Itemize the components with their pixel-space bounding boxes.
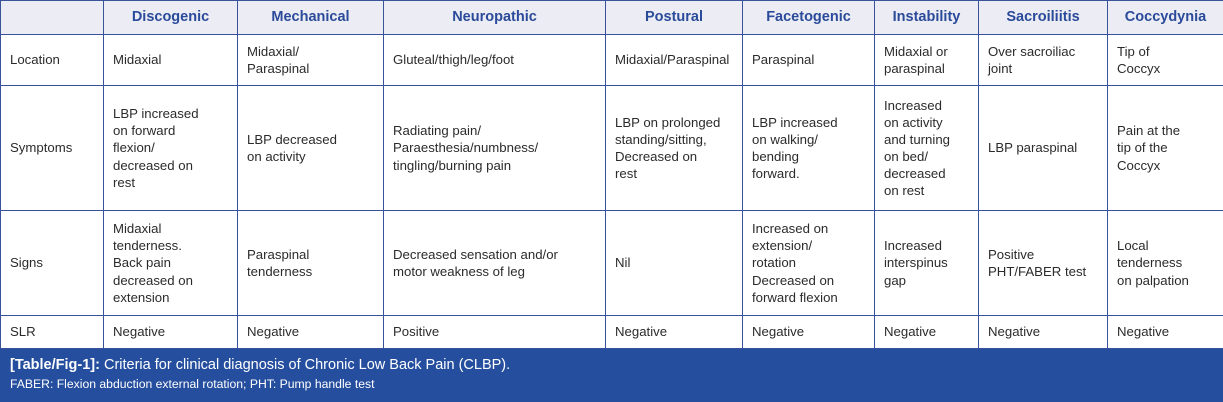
cell-slr-sacroiliitis: Negative bbox=[978, 315, 1108, 349]
cell-signs-coccydynia: Local tenderness on palpation bbox=[1107, 210, 1223, 316]
cell-slr-facetogenic: Negative bbox=[742, 315, 875, 349]
column-header-blank bbox=[0, 0, 104, 35]
table-body: Location Midaxial Midaxial/ Paraspinal G… bbox=[0, 34, 1223, 349]
cell-signs-discogenic: Midaxial tenderness. Back pain decreased… bbox=[103, 210, 238, 316]
cell-slr-neuropathic: Positive bbox=[383, 315, 606, 349]
cell-symptoms-postural: LBP on prolonged standing/sitting, Decre… bbox=[605, 85, 743, 211]
table-row: SLR Negative Negative Positive Negative … bbox=[0, 315, 1223, 349]
figure-caption-footnote: FABER: Flexion abduction external rotati… bbox=[10, 377, 375, 392]
cell-symptoms-instability: Increased on activity and turning on bed… bbox=[874, 85, 979, 211]
table-header-row: Discogenic Mechanical Neuropathic Postur… bbox=[0, 0, 1223, 35]
cell-location-postural: Midaxial/Paraspinal bbox=[605, 34, 743, 86]
cell-slr-discogenic: Negative bbox=[103, 315, 238, 349]
cell-symptoms-neuropathic: Radiating pain/ Paraesthesia/numbness/ t… bbox=[383, 85, 606, 211]
row-label-symptoms: Symptoms bbox=[0, 85, 104, 211]
row-label-signs: Signs bbox=[0, 210, 104, 316]
cell-symptoms-facetogenic: LBP increased on walking/ bending forwar… bbox=[742, 85, 875, 211]
column-header-sacroiliitis: Sacroiliitis bbox=[978, 0, 1108, 35]
cell-symptoms-mechanical: LBP decreased on activity bbox=[237, 85, 384, 211]
row-label-location: Location bbox=[0, 34, 104, 86]
cell-signs-instability: Increased interspinus gap bbox=[874, 210, 979, 316]
column-header-mechanical: Mechanical bbox=[237, 0, 384, 35]
cell-location-coccydynia: Tip of Coccyx bbox=[1107, 34, 1223, 86]
figure-caption-bar: [Table/Fig-1]: Criteria for clinical dia… bbox=[0, 349, 1223, 402]
row-label-slr: SLR bbox=[0, 315, 104, 349]
cell-location-discogenic: Midaxial bbox=[103, 34, 238, 86]
cell-location-sacroiliitis: Over sacroiliac joint bbox=[978, 34, 1108, 86]
cell-signs-mechanical: Paraspinal tenderness bbox=[237, 210, 384, 316]
column-header-coccydynia: Coccydynia bbox=[1107, 0, 1223, 35]
figure-caption-title: Criteria for clinical diagnosis of Chron… bbox=[103, 357, 511, 373]
column-header-discogenic: Discogenic bbox=[103, 0, 238, 35]
cell-signs-neuropathic: Decreased sensation and/or motor weaknes… bbox=[383, 210, 606, 316]
table-row: Symptoms LBP increased on forward flexio… bbox=[0, 85, 1223, 211]
cell-slr-instability: Negative bbox=[874, 315, 979, 349]
column-header-postural: Postural bbox=[605, 0, 743, 35]
cell-location-facetogenic: Paraspinal bbox=[742, 34, 875, 86]
figure-caption-tag: [Table/Fig-1]: bbox=[10, 357, 100, 373]
figure-caption-primary: [Table/Fig-1]: Criteria for clinical dia… bbox=[10, 355, 1223, 376]
cell-slr-mechanical: Negative bbox=[237, 315, 384, 349]
cell-location-mechanical: Midaxial/ Paraspinal bbox=[237, 34, 384, 86]
cell-symptoms-discogenic: LBP increased on forward flexion/ decrea… bbox=[103, 85, 238, 211]
cell-signs-facetogenic: Increased on extension/ rotation Decreas… bbox=[742, 210, 875, 316]
column-header-instability: Instability bbox=[874, 0, 979, 35]
table-row: Signs Midaxial tenderness. Back pain dec… bbox=[0, 210, 1223, 316]
table-row: Location Midaxial Midaxial/ Paraspinal G… bbox=[0, 34, 1223, 86]
table-header: Discogenic Mechanical Neuropathic Postur… bbox=[0, 0, 1223, 35]
cell-symptoms-coccydynia: Pain at the tip of the Coccyx bbox=[1107, 85, 1223, 211]
column-header-neuropathic: Neuropathic bbox=[383, 0, 606, 35]
cell-signs-postural: Nil bbox=[605, 210, 743, 316]
cell-location-neuropathic: Gluteal/thigh/leg/foot bbox=[383, 34, 606, 86]
cell-slr-coccydynia: Negative bbox=[1107, 315, 1223, 349]
cell-signs-sacroiliitis: Positive PHT/FABER test bbox=[978, 210, 1108, 316]
cell-symptoms-sacroiliitis: LBP paraspinal bbox=[978, 85, 1108, 211]
cell-slr-postural: Negative bbox=[605, 315, 743, 349]
clbp-criteria-table: Discogenic Mechanical Neuropathic Postur… bbox=[0, 0, 1223, 349]
cell-location-instability: Midaxial or paraspinal bbox=[874, 34, 979, 86]
column-header-facetogenic: Facetogenic bbox=[742, 0, 875, 35]
